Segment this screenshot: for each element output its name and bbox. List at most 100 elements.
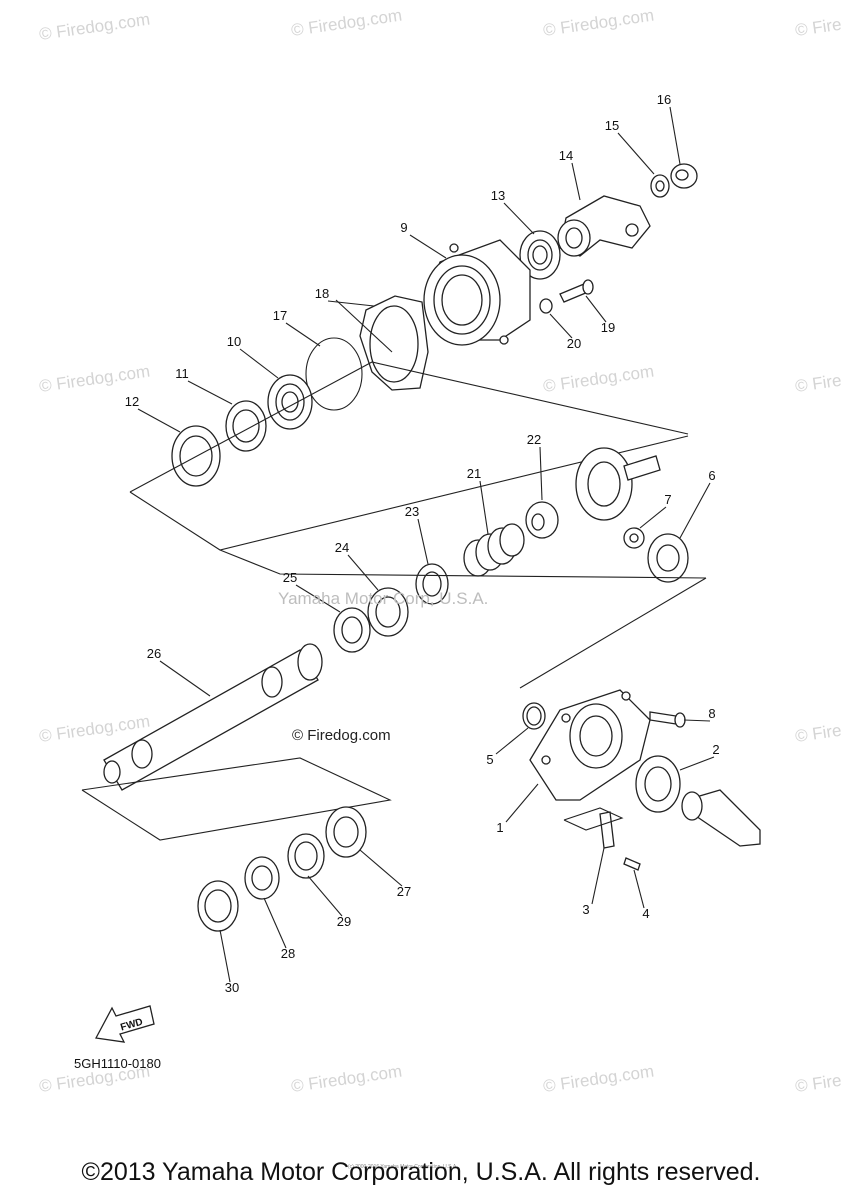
leader-line-24 — [347, 554, 379, 591]
leader-line-2 — [679, 756, 715, 771]
group-bracket-lower-left — [81, 757, 392, 841]
leader-line-17 — [285, 322, 321, 347]
leader-line-21 — [479, 480, 489, 535]
leader-line-26 — [159, 660, 211, 697]
callout-22: 22 — [527, 432, 541, 447]
firedog-watermark: © Firedog.com — [794, 6, 842, 40]
leader-line-14 — [571, 162, 581, 201]
part-22-collar-drawing — [525, 501, 559, 539]
callout-1: 1 — [496, 820, 503, 835]
callout-13: 13 — [491, 188, 505, 203]
inline-firedog-watermark: © Firedog.com — [292, 727, 391, 744]
leader-line-13 — [503, 202, 535, 235]
callout-21: 21 — [467, 466, 481, 481]
firedog-watermark: © Firedog.com — [542, 362, 655, 396]
part-4-screw-drawing — [623, 857, 641, 871]
part-15-washer-drawing — [650, 174, 670, 198]
callout-2: 2 — [712, 742, 719, 757]
part-18-gasket-drawing — [359, 295, 429, 391]
part-2-bearing-drawing — [635, 755, 681, 813]
part-19-bolt-drawing — [559, 279, 594, 303]
leader-line-8 — [683, 719, 711, 722]
callout-19: 19 — [601, 320, 615, 335]
part-1-case-drawing — [529, 689, 651, 801]
part-17-o-ring-drawing — [305, 337, 363, 411]
part-21-shim-spring-drawing — [463, 523, 525, 577]
leader-line-29 — [307, 875, 343, 917]
group-bracket-middle-right — [519, 577, 707, 689]
firedog-watermark: © Firedog.com — [290, 6, 403, 40]
part-30-oil-seal-drawing — [197, 880, 239, 932]
leader-line-28 — [263, 897, 287, 949]
part-10-bearing-drawing — [267, 374, 313, 430]
callout-11: 11 — [175, 366, 189, 381]
leader-line-7 — [639, 506, 667, 529]
callout-28: 28 — [281, 946, 295, 961]
leader-line-18b — [335, 299, 393, 353]
callout-10: 10 — [227, 334, 241, 349]
firedog-watermark: © Firedog.com — [290, 1062, 403, 1096]
callout-7: 7 — [664, 492, 671, 507]
firedog-watermark: © Firedog.com — [38, 712, 151, 746]
part-13-bearing-drawing — [519, 230, 561, 280]
part-27-bearing-drawing — [325, 806, 367, 858]
leader-line-20 — [549, 313, 573, 339]
leader-line-30 — [219, 929, 231, 983]
leader-line-6 — [679, 482, 711, 539]
callout-27: 27 — [397, 884, 411, 899]
callout-14: 14 — [559, 148, 573, 163]
callout-15: 15 — [605, 118, 619, 133]
callout-12: 12 — [125, 394, 139, 409]
center-watermark: Yamaha Motor Corp, U.S.A. — [278, 589, 488, 608]
part-26-shaft-drawing — [103, 643, 323, 791]
firedog-watermark: © Firedog.com — [38, 362, 151, 396]
callout-26: 26 — [147, 646, 161, 661]
callout-29: 29 — [337, 914, 351, 929]
part-24-bearing-drawing — [367, 587, 409, 637]
group-bracket-plate — [563, 807, 624, 831]
leader-line-18 — [327, 300, 375, 307]
part-20-washer-drawing — [539, 298, 553, 314]
leader-line-3 — [591, 847, 605, 905]
firedog-watermark: © Firedog.com — [542, 6, 655, 40]
fwd-arrow-icon — [94, 1005, 155, 1043]
part-9-housing-drawing — [423, 239, 531, 346]
callout-5: 5 — [486, 752, 493, 767]
firedog-watermark: © Firedog.com — [542, 1062, 655, 1096]
callout-16: 16 — [657, 92, 671, 107]
part-drawings — [81, 163, 761, 1043]
leader-line-11 — [187, 380, 233, 405]
leader-line-12 — [137, 408, 181, 433]
leader-line-1 — [505, 783, 539, 823]
part-11-bearing-race-drawing — [225, 400, 267, 452]
leader-line-19 — [585, 295, 607, 323]
callout-25: 25 — [283, 570, 297, 585]
firedog-watermark: © Firedog.com — [38, 10, 151, 44]
leader-line-22 — [539, 446, 543, 501]
leader-line-25 — [295, 584, 341, 613]
firedog-watermark: © Firedog.com — [794, 1062, 842, 1096]
callout-9: 9 — [400, 220, 407, 235]
part-14-yoke-drawing — [557, 195, 651, 257]
group-bracket-upper — [129, 361, 689, 493]
part-5-o-ring-drawing — [522, 702, 546, 730]
part-29-race-drawing — [287, 833, 325, 879]
part-28-collar-drawing — [244, 856, 280, 900]
leader-line-15 — [617, 132, 655, 175]
leader-line-23 — [417, 518, 429, 565]
callout-20: 20 — [567, 336, 581, 351]
part-3-plate-drawing — [599, 811, 615, 849]
callout-8: 8 — [708, 706, 715, 721]
callout-17: 17 — [273, 308, 287, 323]
leader-lines — [137, 106, 715, 983]
leader-line-5 — [495, 727, 529, 755]
part-8-bolt-drawing — [649, 711, 686, 728]
firedog-watermark: © Firedog.com — [794, 362, 842, 396]
callout-18: 18 — [315, 286, 329, 301]
part-25-bearing-drawing — [333, 607, 371, 653]
footer-copyright: ©2013 Yamaha Motor Corporation, U.S.A. A… — [81, 1158, 761, 1186]
callout-4: 4 — [642, 906, 649, 921]
part-23-spacer-drawing — [415, 563, 449, 605]
